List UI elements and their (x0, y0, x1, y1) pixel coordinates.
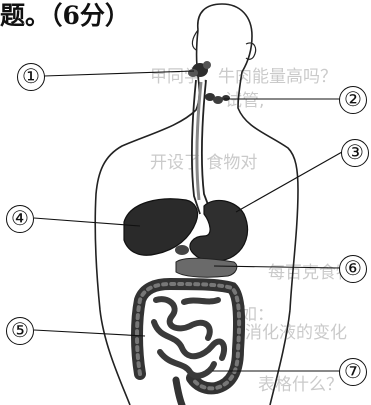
label-5: ⑤ (6, 317, 34, 345)
small-intestine (154, 299, 224, 376)
label-1: ① (17, 63, 45, 91)
label-2: ② (339, 86, 367, 114)
gallbladder (175, 245, 189, 255)
question-header: 题。（6分） (0, 0, 130, 32)
pancreas (176, 258, 237, 277)
label-3: ③ (341, 139, 369, 167)
rectum (176, 380, 182, 405)
esophagus-fill (197, 82, 201, 200)
mouth-structure (188, 61, 211, 77)
label-6: ⑥ (339, 255, 367, 283)
label-4: ④ (6, 205, 34, 233)
label-7: ⑦ (339, 358, 367, 386)
